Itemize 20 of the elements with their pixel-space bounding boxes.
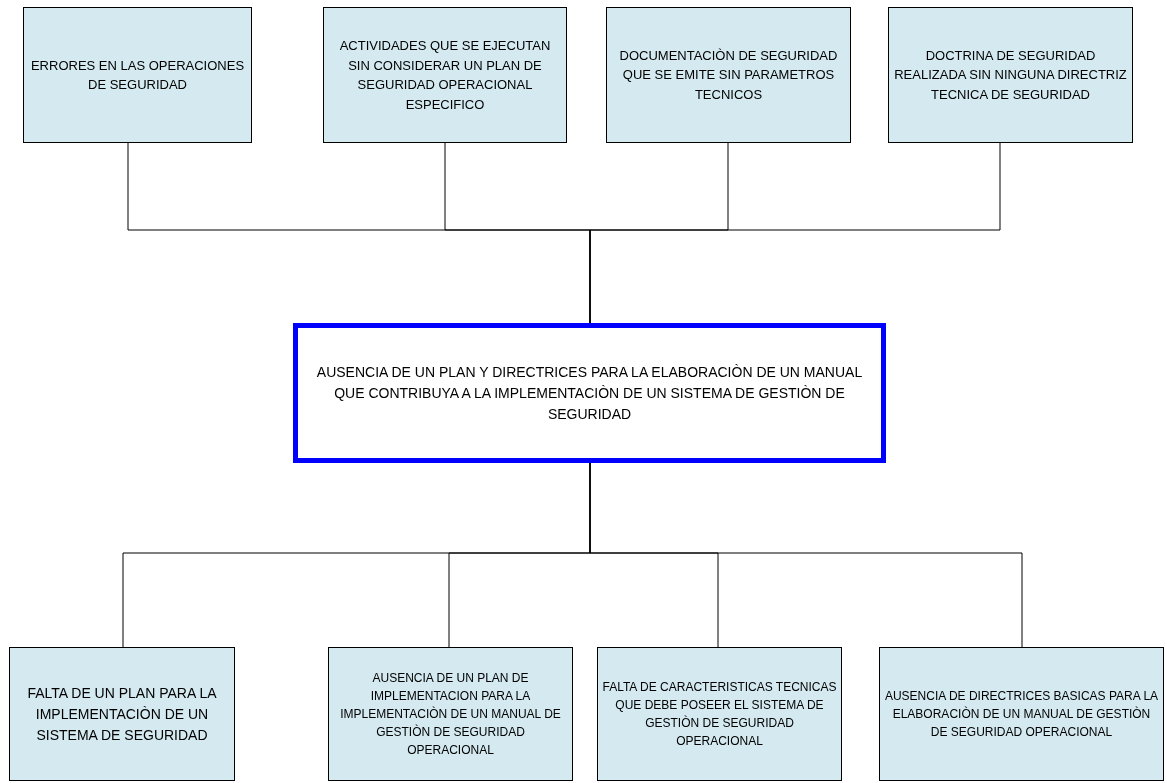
- cause-effect-box: [888, 7, 1133, 143]
- box-text: AUSENCIA DE UN PLAN DE IMPLEMENTACION PARA LA IMPLEMENTACIÒN DE UN MANUAL DE GESTIÒN DE SEGURIDAD OPERACIONAL: [339, 670, 562, 759]
- cause-effect-box: [606, 7, 851, 143]
- box-text: FALTA DE UN PLAN PARA LA IMPLEMENTACIÒN DE UN SISTEMA DE SEGURIDAD: [26, 683, 218, 745]
- box-text: DOCTRINA DE SEGURIDAD REALIZADA SIN NINGUNA DIRECTRIZ TECNICA DE SEGURIDAD: [893, 46, 1128, 104]
- cause-effect-box: [328, 647, 573, 781]
- box-text: DOCUMENTACIÒN DE SEGURIDAD QUE SE EMITE SIN PARAMETROS TECNICOS: [618, 46, 839, 104]
- cause-effect-box: [9, 647, 235, 781]
- box-text: ERRORES EN LAS OPERACIONES DE SEGURIDAD: [29, 56, 246, 94]
- box-text: ACTIVIDADES QUE SE EJECUTAN SIN CONSIDERAR UN PLAN DE SEGURIDAD OPERACIONAL ESPECIFICO: [338, 37, 552, 114]
- cause-effect-box: [323, 7, 567, 143]
- cause-effect-box: [879, 647, 1164, 781]
- cause-effect-box: [597, 647, 842, 781]
- central-problem-box: [293, 323, 886, 463]
- connector-line: [589, 142, 1001, 324]
- box-text: FALTA DE CARACTERISTICAS TECNICAS QUE DEBE POSEER EL SISTEMA DE GESTIÒN DE SEGURIDAD OPERACIONAL: [602, 679, 837, 750]
- cause-effect-box: [23, 7, 252, 143]
- box-text: AUSENCIA DE UN PLAN Y DIRECTRICES PARA LA ELABORACIÒN DE UN MANUAL QUE CONTRIBUYA A LA IMPLEMENTACIÒN DE UN SISTEMA DE GESTIÒN DE SEGURIDAD: [315, 362, 864, 424]
- box-text: AUSENCIA DE DIRECTRICES BASICAS PARA LA ELABORACIÒN DE UN MANUAL DE GESTIÒN DE SEGURIDAD OPERACIONAL: [884, 688, 1159, 741]
- connector-line: [589, 462, 1023, 648]
